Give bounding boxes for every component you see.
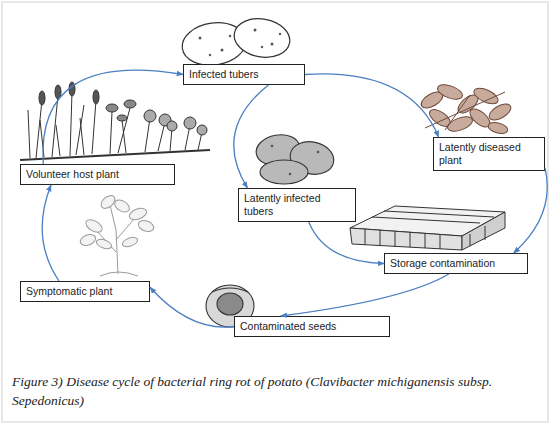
volunteer-plants-drawing <box>20 82 210 160</box>
cycle-arrow <box>309 222 384 264</box>
stage-box: Infected tubers <box>183 64 305 85</box>
symptomatic-plant-drawing <box>79 193 155 276</box>
stage-box: Contaminated seeds <box>234 316 390 337</box>
box-label: Latently infected tubers <box>244 192 350 218</box>
potato <box>231 14 293 61</box>
cycle-arrow <box>150 287 234 327</box>
stage-box: Latently diseased plant <box>433 137 545 171</box>
stage-box: Latently infected tubers <box>238 188 356 222</box>
latent-tubers-drawing <box>254 131 337 184</box>
figure-frame <box>2 2 548 422</box>
box-label: Contaminated seeds <box>240 320 384 333</box>
cycle-arrow <box>305 74 439 137</box>
cycle-arrow <box>42 185 59 281</box>
stage-box: Storage contamination <box>384 253 528 274</box>
box-label: Infected tubers <box>189 68 299 81</box>
storage-building-drawing <box>350 206 505 250</box>
potato-eyes <box>199 29 282 57</box>
cycle-arrow <box>43 70 183 164</box>
cycle-arrow <box>281 274 449 316</box>
diseased-leaves-drawing <box>419 82 514 136</box>
cycle-arrow <box>234 85 269 188</box>
box-label: Volunteer host plant <box>26 168 169 181</box>
box-label: Storage contamination <box>390 257 522 270</box>
cycle-arrow <box>514 168 548 253</box>
stage-box: Volunteer host plant <box>20 164 175 185</box>
infected-tubers-drawing <box>179 14 292 69</box>
box-label: Latently diseased plant <box>439 141 539 167</box>
figure-caption: Figure 3) Disease cycle of bacterial rin… <box>12 372 540 410</box>
box-label: Symptomatic plant <box>26 285 144 298</box>
stage-box: Symptomatic plant <box>20 281 150 302</box>
